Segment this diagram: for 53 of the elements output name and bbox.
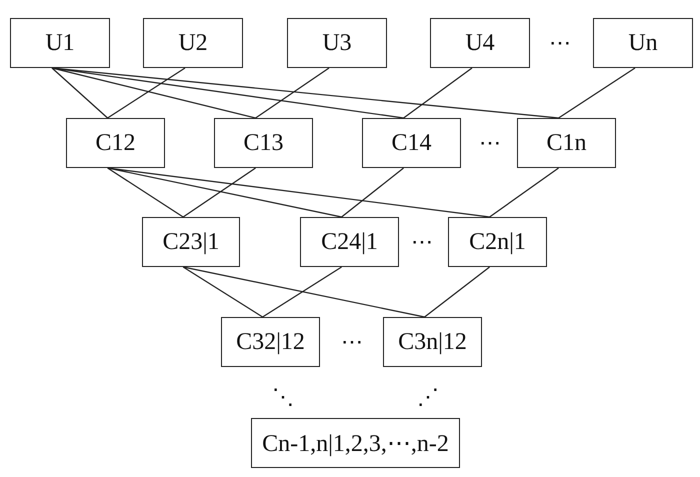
node-label: U1 bbox=[45, 30, 75, 56]
connector-line bbox=[262, 266, 342, 318]
variable-box bbox=[593, 18, 693, 68]
connector-line bbox=[108, 167, 490, 218]
ellipsis: ⋯ bbox=[479, 130, 501, 156]
node-label: C23|1 bbox=[162, 228, 220, 256]
connector-line bbox=[52, 67, 256, 119]
variable-box bbox=[10, 18, 110, 68]
variable-box bbox=[287, 18, 387, 68]
variable-box bbox=[517, 118, 616, 168]
connector-line bbox=[183, 266, 425, 318]
variable-box bbox=[430, 18, 530, 68]
node-label: U2 bbox=[178, 30, 208, 56]
variable-box bbox=[142, 217, 240, 267]
variable-box bbox=[362, 118, 461, 168]
connector-line bbox=[403, 68, 472, 118]
connector-line bbox=[107, 168, 184, 218]
node-label: Cn-1,n|1,2,3,⋯,n-2 bbox=[262, 430, 449, 458]
node-label: C13 bbox=[243, 130, 284, 156]
connector-line bbox=[182, 266, 263, 318]
node-label: C14 bbox=[391, 130, 432, 156]
node-label: C24|1 bbox=[321, 228, 378, 256]
node-label: C1n bbox=[546, 130, 586, 156]
connector-line bbox=[182, 168, 256, 218]
node-label: U3 bbox=[322, 30, 352, 56]
connector-line bbox=[489, 168, 559, 218]
variable-box bbox=[214, 118, 313, 168]
node-label: C32|12 bbox=[236, 328, 305, 356]
ellipsis: ⋯ bbox=[549, 30, 571, 56]
connector-line bbox=[558, 68, 636, 118]
connector-line bbox=[52, 67, 404, 119]
connector-line bbox=[341, 168, 404, 218]
variable-box bbox=[66, 118, 165, 168]
ellipsis: ⋯ bbox=[341, 329, 363, 355]
variable-box bbox=[383, 317, 482, 367]
node-label: C12 bbox=[95, 130, 136, 156]
connector-line bbox=[107, 68, 186, 118]
connector-line bbox=[52, 68, 108, 118]
variable-box bbox=[251, 418, 460, 468]
node-label: Un bbox=[628, 30, 658, 56]
variable-box bbox=[143, 18, 243, 68]
ellipsis: ⋰ bbox=[417, 384, 439, 410]
node-label: U4 bbox=[465, 30, 495, 56]
node-label: C3n|12 bbox=[398, 328, 467, 356]
variable-box bbox=[448, 217, 547, 267]
connector-line bbox=[255, 68, 330, 118]
ellipsis: ⋱ bbox=[272, 384, 294, 410]
variable-box bbox=[300, 217, 399, 267]
variable-box bbox=[221, 317, 320, 367]
connector-line bbox=[107, 167, 342, 218]
connector-line bbox=[424, 266, 490, 318]
node-label: C2n|1 bbox=[469, 228, 526, 256]
ellipsis: ⋯ bbox=[411, 229, 433, 255]
